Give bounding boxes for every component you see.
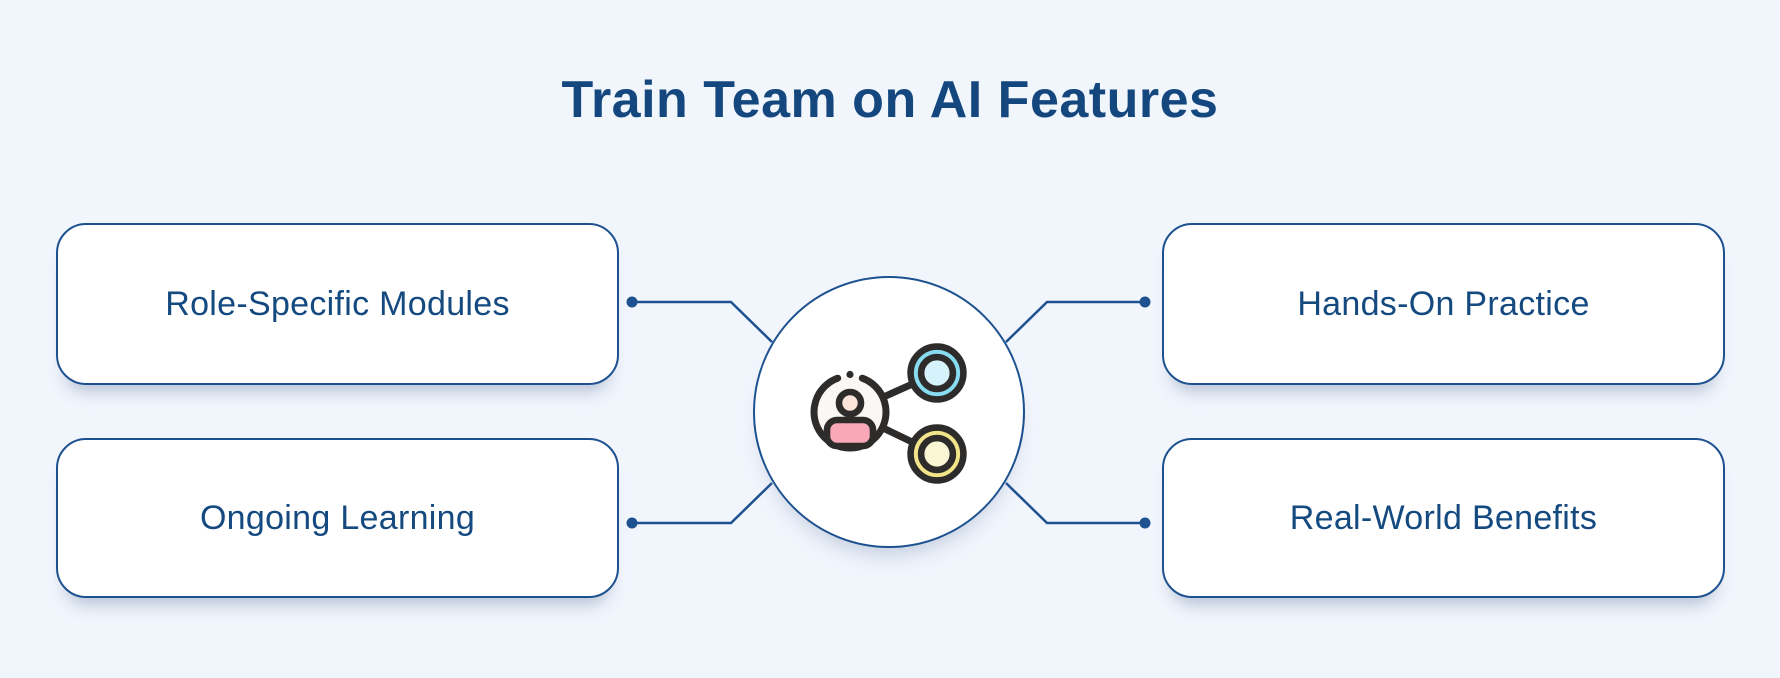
node-role-specific-modules: Role-Specific Modules [56, 223, 619, 385]
icon-person-head [835, 388, 865, 418]
connector-bottom-right [1005, 482, 1146, 525]
connector-dot [1139, 296, 1151, 308]
icon-cyan-node-inner [917, 353, 957, 393]
diagram-title: Train Team on AI Features [561, 71, 1219, 129]
node-label: Hands-On Practice [1297, 284, 1590, 323]
node-hands-on-practice: Hands-On Practice [1162, 223, 1725, 385]
connector-dot [1139, 517, 1151, 529]
person-network-share-icon [810, 343, 967, 484]
node-ongoing-learning: Ongoing Learning [56, 438, 619, 598]
icon-yellow-node-inner [917, 434, 957, 474]
node-label: Ongoing Learning [199, 498, 476, 537]
connector-bottom-left [631, 482, 773, 525]
node-label: Role-Specific Modules [165, 284, 510, 323]
node-label: Real-World Benefits [1289, 498, 1598, 537]
connector-top-right [1005, 300, 1146, 343]
node-real-world-benefits: Real-World Benefits [1162, 438, 1725, 598]
connector-top-left [631, 300, 773, 343]
connector-dot [626, 517, 638, 529]
connector-dot [626, 296, 638, 308]
icon-top-dot [846, 370, 854, 379]
icon-person-body [823, 416, 877, 450]
center-circle [753, 276, 1025, 548]
